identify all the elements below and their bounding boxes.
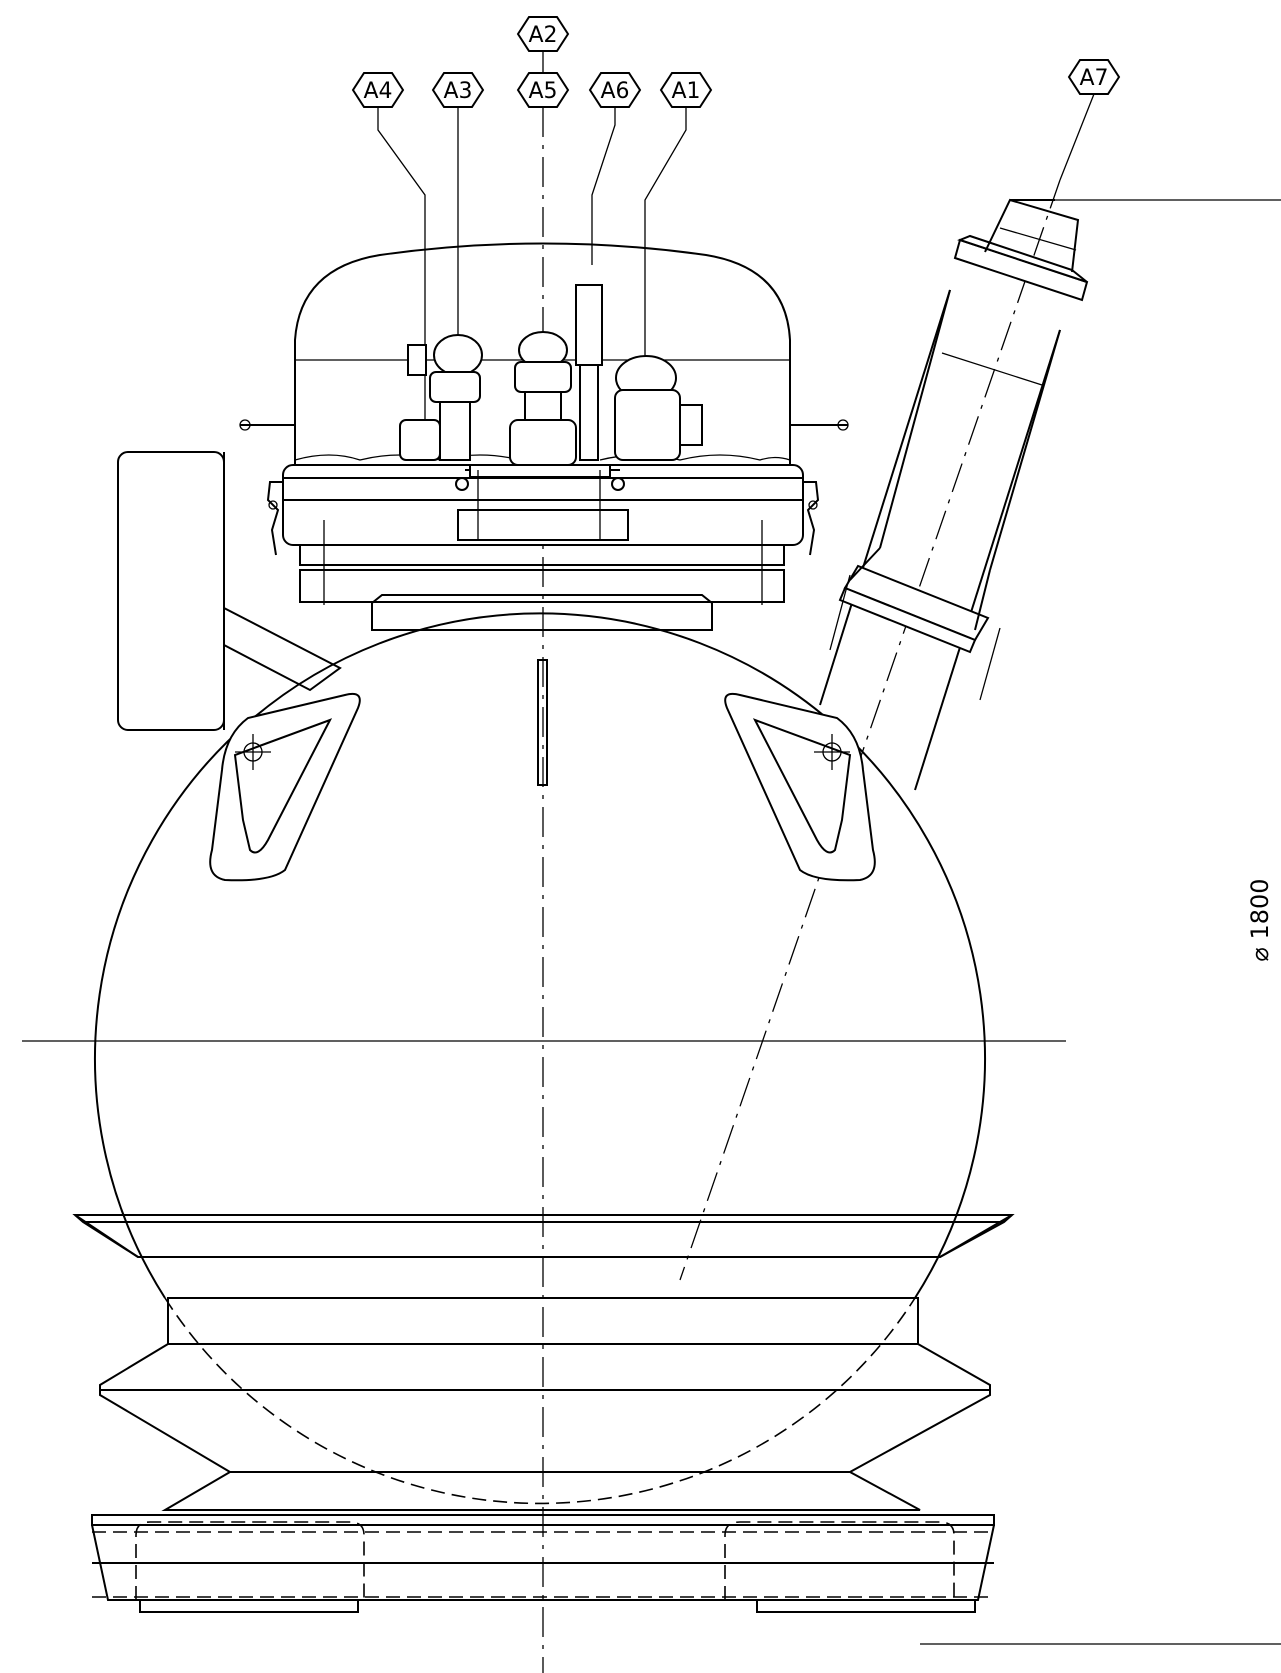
- tag-a7-label: A7: [1079, 66, 1108, 91]
- base-frame: [91, 1514, 995, 1613]
- tag-a5[interactable]: A5: [516, 72, 570, 108]
- control-box: [117, 451, 342, 731]
- vessel-sphere: [94, 612, 986, 1505]
- lifting-lug-right: [724, 692, 876, 882]
- diameter-dimension: ⌀ 1800: [920, 199, 1281, 1645]
- tag-a2[interactable]: A2: [516, 16, 570, 52]
- tag-a4[interactable]: A4: [351, 72, 405, 108]
- top-neck: [282, 464, 804, 786]
- tag-a3-label: A3: [443, 79, 472, 104]
- tag-a1-label: A1: [671, 79, 700, 104]
- tag-a6-label: A6: [600, 79, 629, 104]
- tag-a3[interactable]: A3: [431, 72, 485, 108]
- side-clamps: [266, 481, 820, 556]
- tag-a6[interactable]: A6: [588, 72, 642, 108]
- tag-a1[interactable]: A1: [659, 72, 713, 108]
- tag-a4-label: A4: [363, 79, 392, 104]
- lifting-lug-left: [209, 692, 361, 882]
- valve-assembly: [399, 284, 703, 540]
- tag-a2-label: A2: [528, 23, 557, 48]
- tag-a7[interactable]: A7: [1067, 59, 1121, 95]
- tag-a5-label: A5: [528, 79, 557, 104]
- diameter-dimension-label: ⌀ 1800: [1246, 878, 1274, 961]
- inclined-nozzle: [819, 198, 1089, 791]
- support-skirt: [72, 1214, 1015, 1511]
